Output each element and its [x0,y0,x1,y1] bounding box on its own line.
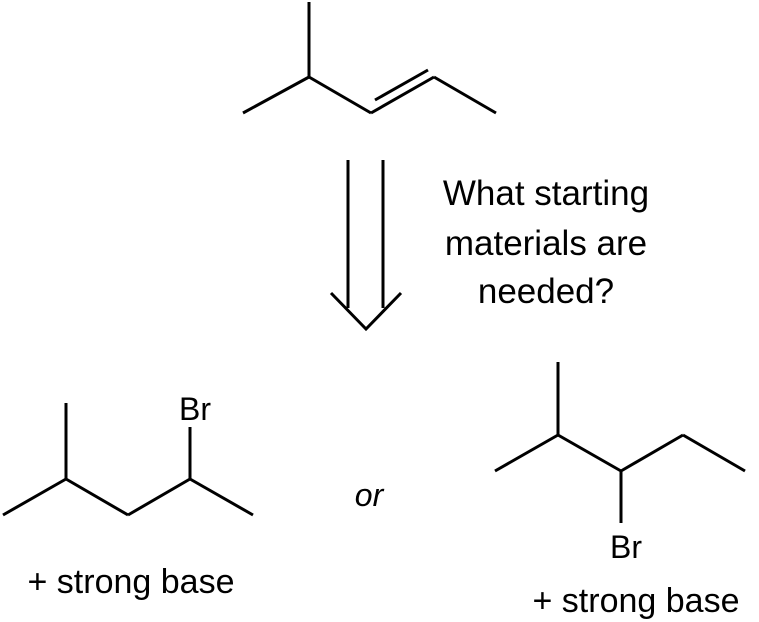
right-bond-left-methyl [494,433,559,473]
right-bond-end-methyl [682,433,746,473]
left-reagent-label: + strong base [28,563,235,601]
question-line-3: needed? [478,272,614,311]
target-double-bond-inner [374,68,429,102]
question-line-1: What starting [443,174,649,213]
left-bond-c3-c4 [127,477,191,517]
retrosynthesis-arrow [329,160,403,332]
target-bond-left-methyl [242,75,310,115]
target-bond-end-methyl [433,75,497,115]
or-connector: or [355,477,385,513]
left-bromine-label: Br [179,391,211,427]
right-bond-c2-c3 [557,433,622,473]
question-text: What starting materials are needed? [443,174,649,311]
question-line-2: materials are [445,224,647,263]
left-bond-end-methyl [189,477,254,517]
target-molecule [242,2,497,115]
left-starting-material: Br + strong base [2,391,254,601]
left-bond-left-methyl [2,477,67,517]
target-double-bond-outer [370,75,435,115]
right-reagent-label: + strong base [533,582,740,620]
target-bond-c3-c4 [308,75,372,115]
right-bromine-label: Br [610,529,642,565]
arrow-head [329,291,403,332]
right-starting-material: Br + strong base [494,362,746,620]
right-bond-c3-c4 [620,433,684,473]
left-bond-c2-c3 [65,477,129,517]
